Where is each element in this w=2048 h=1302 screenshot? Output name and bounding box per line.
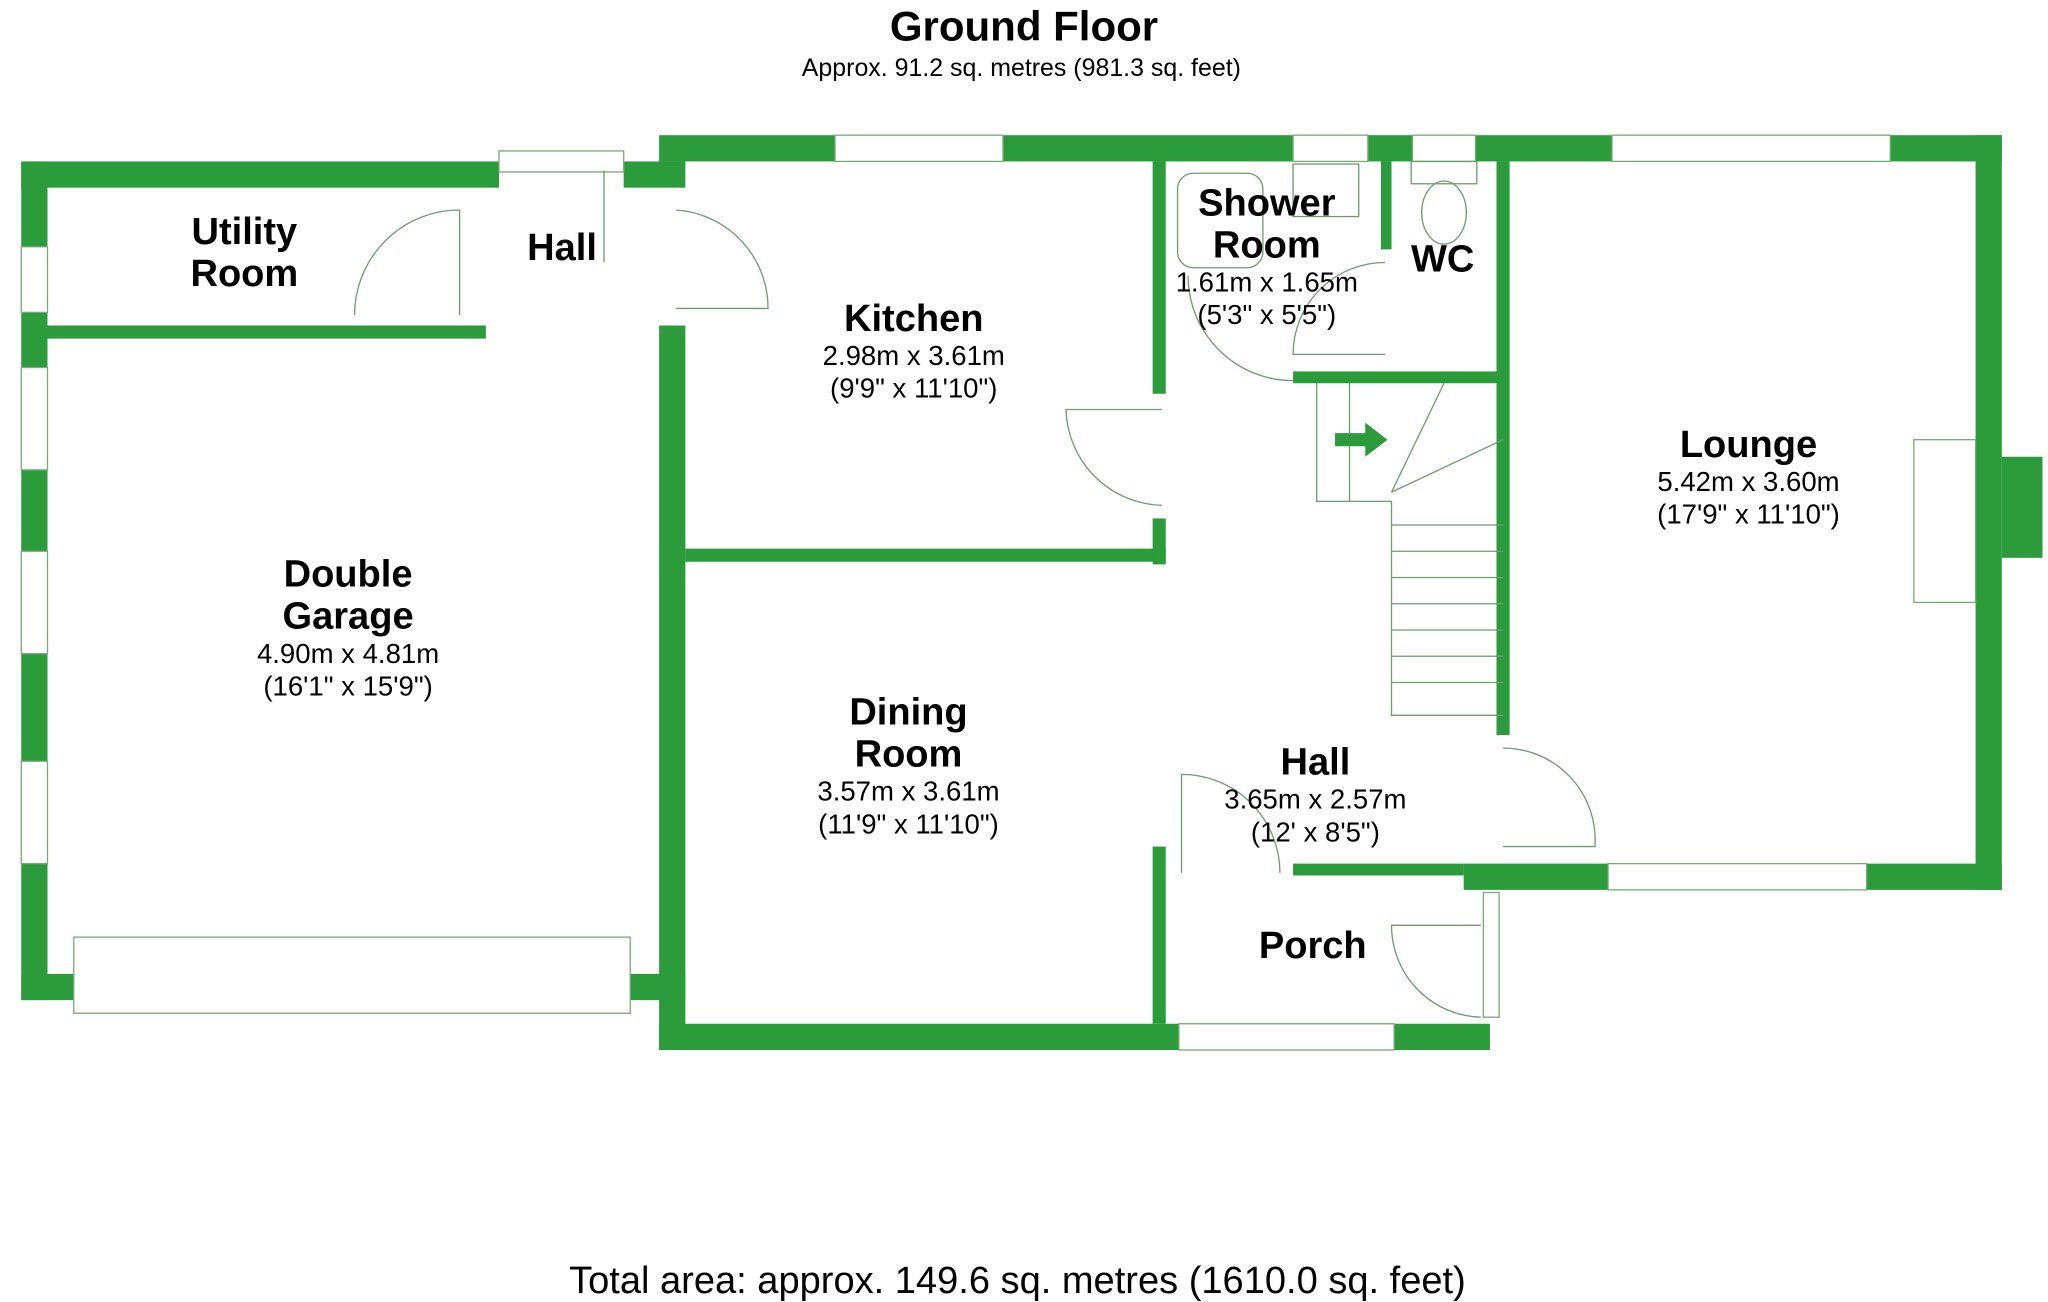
svg-text:Shower: Shower xyxy=(1198,182,1336,224)
floor-area: Approx. 91.2 sq. metres (981.3 sq. feet) xyxy=(802,54,1241,82)
room-rear-hall: Hall xyxy=(527,227,597,269)
svg-text:4.90m x 4.81m: 4.90m x 4.81m xyxy=(257,638,439,669)
svg-text:1.61m x 1.65m: 1.61m x 1.65m xyxy=(1176,266,1358,297)
svg-text:(9'9" x 11'10"): (9'9" x 11'10") xyxy=(830,373,997,404)
room-dining: Dining Room 3.57m x 3.61m (11'9" x 11'10… xyxy=(817,692,999,840)
svg-text:(11'9" x 11'10"): (11'9" x 11'10") xyxy=(818,808,999,839)
room-hall: Hall 3.65m x 2.57m (12' x 8'5") xyxy=(1224,741,1406,847)
svg-text:Dining: Dining xyxy=(849,692,967,734)
svg-text:(12' x 8'5"): (12' x 8'5") xyxy=(1251,816,1380,847)
svg-text:2.98m x 3.61m: 2.98m x 3.61m xyxy=(823,340,1005,371)
svg-text:Room: Room xyxy=(855,734,963,776)
svg-text:(17'9" x 11'10"): (17'9" x 11'10") xyxy=(1657,499,1840,530)
room-garage: Double Garage 4.90m x 4.81m (16'1" x 15'… xyxy=(257,554,439,702)
room-wc: WC xyxy=(1411,239,1474,281)
room-lounge: Lounge 5.42m x 3.60m (17'9" x 11'10") xyxy=(1657,424,1840,530)
door-swings xyxy=(353,160,1596,1018)
windows xyxy=(20,134,1977,1051)
svg-text:Garage: Garage xyxy=(283,596,414,638)
svg-text:Room: Room xyxy=(190,253,298,295)
svg-text:5.42m x 3.60m: 5.42m x 3.60m xyxy=(1657,466,1839,497)
svg-text:Hall: Hall xyxy=(1280,741,1350,783)
svg-text:(16'1" x 15'9"): (16'1" x 15'9") xyxy=(263,671,432,702)
svg-text:Hall: Hall xyxy=(527,227,597,269)
room-shower: Shower Room 1.61m x 1.65m (5'3" x 5'5") xyxy=(1176,182,1358,330)
room-utility: Utility Room xyxy=(190,211,298,295)
svg-text:Porch: Porch xyxy=(1259,925,1367,967)
total-area: Total area: approx. 149.6 sq. metres (16… xyxy=(569,1260,1466,1302)
room-porch: Porch xyxy=(1259,925,1367,967)
svg-text:3.57m x 3.61m: 3.57m x 3.61m xyxy=(817,776,999,807)
svg-text:Lounge: Lounge xyxy=(1680,424,1817,466)
svg-text:Double: Double xyxy=(284,554,413,596)
svg-text:Utility: Utility xyxy=(192,211,298,253)
svg-text:Room: Room xyxy=(1213,224,1321,266)
room-kitchen: Kitchen 2.98m x 3.61m (9'9" x 11'10") xyxy=(823,298,1005,404)
floor-title: Ground Floor xyxy=(890,3,1158,50)
svg-text:Kitchen: Kitchen xyxy=(844,298,984,340)
svg-text:3.65m x 2.57m: 3.65m x 2.57m xyxy=(1224,784,1406,815)
stairs-arrow-icon xyxy=(1335,422,1388,457)
svg-text:WC: WC xyxy=(1411,239,1474,281)
svg-text:(5'3" x 5'5"): (5'3" x 5'5") xyxy=(1197,299,1336,330)
